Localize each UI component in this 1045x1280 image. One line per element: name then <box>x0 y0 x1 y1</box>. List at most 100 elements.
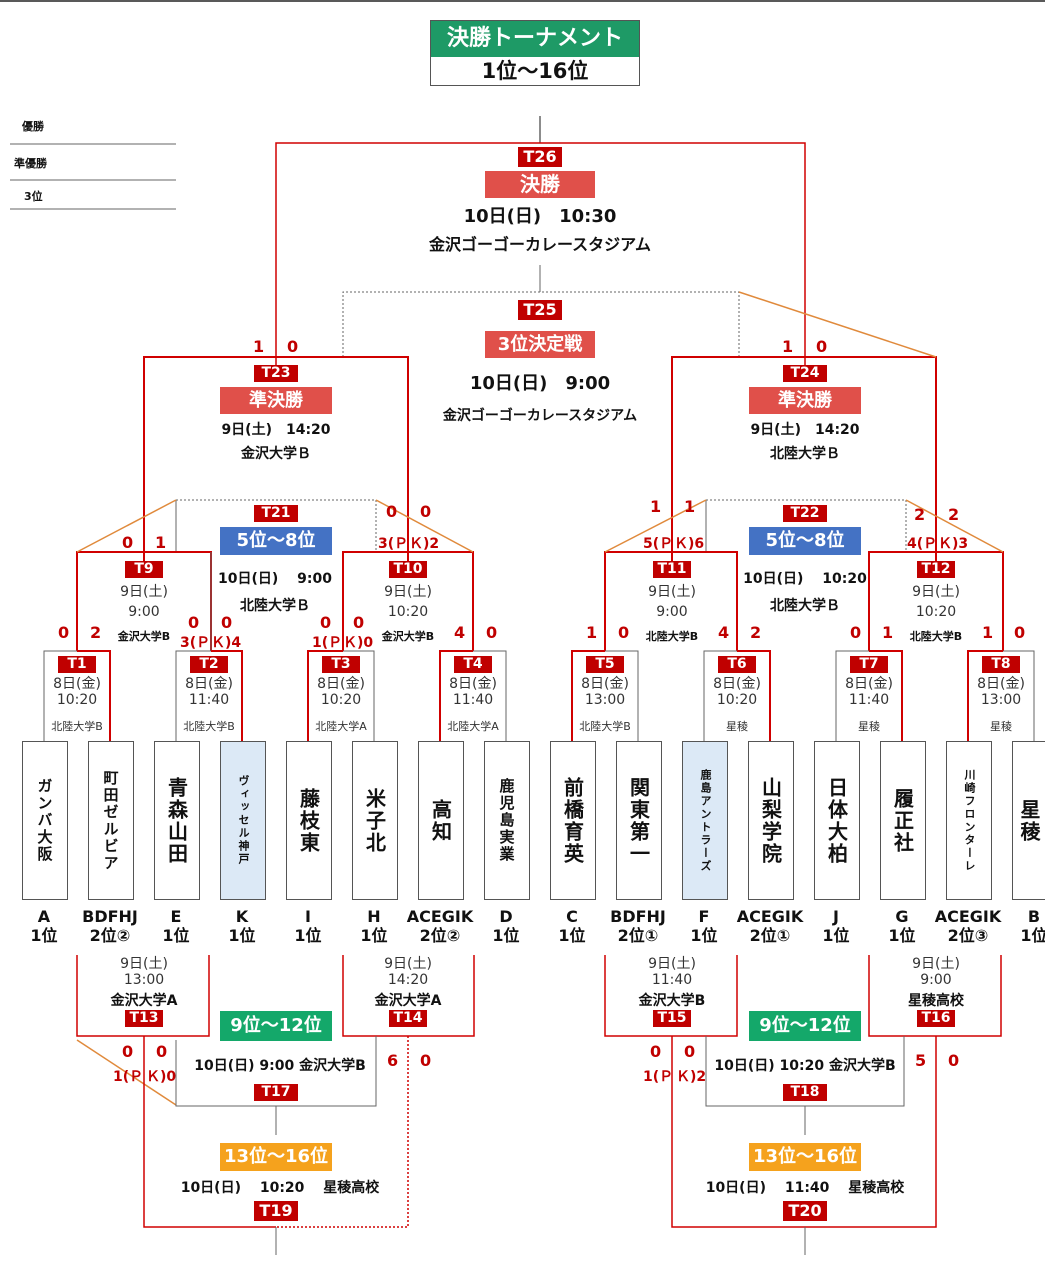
r1-score: 1 <box>982 623 994 642</box>
match-code-t23: T23 <box>254 365 298 382</box>
team-card: 星稜 <box>1012 741 1045 900</box>
r1-score: 4 <box>454 623 466 642</box>
consol-venue: 金沢大学B <box>638 993 706 1009</box>
match-code-t21: T21 <box>254 505 298 522</box>
team-rank: 1位 <box>294 926 322 945</box>
match-day-qf: 9日(土) <box>120 584 168 600</box>
team-group: B <box>1027 907 1041 926</box>
semi-score-left-b: 0 <box>287 337 299 356</box>
team-card: 山梨学院 <box>748 741 794 900</box>
r1-score: 2 <box>90 623 102 642</box>
match-code-t24: T24 <box>783 365 827 382</box>
consol-time: 13:00 <box>123 972 165 988</box>
r1-winner <box>967 650 1003 741</box>
title-box: 決勝トーナメント 1位〜16位 <box>430 20 640 86</box>
t15-score-a: 0 <box>650 1042 662 1061</box>
match-code-qf: T11 <box>653 561 691 578</box>
t12-pk-left: 4(Ｐ <box>907 536 938 552</box>
match-venue-r1: 星稜 <box>726 720 748 733</box>
t17-pk-left: 1(Ｐ <box>113 1069 144 1085</box>
team-rank: 2位② <box>89 926 131 945</box>
team-card: 川崎フロンターレ <box>946 741 992 900</box>
match-venue-r1: 北陸大学B <box>51 720 103 733</box>
team-group: ACEGIK <box>934 907 1002 926</box>
r1-winner <box>869 650 903 741</box>
match-code-t26: T26 <box>518 147 562 167</box>
consol-line <box>143 1036 276 1228</box>
third-place-label: 3位決定戦 <box>485 331 595 358</box>
r1-score: 1 <box>586 623 598 642</box>
t18-pk-left: 1(Ｐ <box>643 1069 674 1085</box>
place912-label-left: 9位〜12位 <box>220 1011 332 1041</box>
team-rank: 2位① <box>617 926 659 945</box>
team-group: D <box>499 907 513 926</box>
r1-score: 4 <box>718 623 730 642</box>
match-time-r1: 11:40 <box>452 692 494 708</box>
match-time-r1: 13:00 <box>980 692 1022 708</box>
final-venue: 金沢ゴーゴーカレースタジアム <box>428 235 652 254</box>
place912-info-right: 10日(日) 10:20 金沢大学B <box>714 1058 896 1074</box>
t15-score-b: 0 <box>684 1042 696 1061</box>
consol-day: 9日(土) <box>648 956 696 972</box>
match-day-r1: 8日(金) <box>317 676 365 692</box>
legend-winner: 優勝 <box>22 120 44 133</box>
match-venue-r1: 北陸大学A <box>315 720 367 733</box>
semi-date-right: 9日(土) 14:20 <box>750 422 860 438</box>
consol-line <box>671 1036 805 1228</box>
place1316-label-left: 13位〜16位 <box>220 1143 332 1171</box>
team-rank: 1位 <box>888 926 916 945</box>
r1-score: 0 <box>486 623 498 642</box>
r1-winner <box>211 650 243 741</box>
arrow-line <box>604 499 707 553</box>
place58-venue-left: 北陸大学Ｂ <box>240 598 310 614</box>
match-day-r1: 8日(金) <box>449 676 497 692</box>
arrow-line <box>375 499 474 553</box>
arrow-line <box>76 1039 177 1106</box>
t9-score-a: 0 <box>122 533 134 552</box>
r1-score: 1 <box>882 623 894 642</box>
team-card: 履正社 <box>880 741 926 900</box>
legend-third: 3位 <box>24 190 43 203</box>
team-card: ガンバ大阪 <box>22 741 68 900</box>
t10-pk-right: Ｋ)2 <box>409 536 440 552</box>
team-group: K <box>235 907 249 926</box>
match-venue-qf: 金沢大学B <box>117 630 171 643</box>
match-code-r1: T3 <box>322 656 360 673</box>
team-rank: 2位③ <box>947 926 989 945</box>
match-day-r1: 8日(金) <box>581 676 629 692</box>
match-time-qf: 10:20 <box>387 604 429 620</box>
t3-pk-left: 1(Ｐ <box>312 635 343 651</box>
third-bracket <box>342 291 740 357</box>
team-card: 米子北 <box>352 741 398 900</box>
semi-score-left-a: 1 <box>253 337 265 356</box>
match-day-qf: 9日(土) <box>648 584 696 600</box>
final-bracket <box>275 142 806 365</box>
consol-bracket <box>604 955 738 1037</box>
consol-time: 11:40 <box>651 972 693 988</box>
place912-label-right: 9位〜12位 <box>749 1011 861 1041</box>
qf-bracket <box>868 551 1004 651</box>
match-venue-qf: 北陸大学B <box>645 630 699 643</box>
match-code-qf: T9 <box>125 561 163 578</box>
arrow-line <box>905 499 1004 553</box>
r1-winner <box>571 650 605 741</box>
t2-score-b: 0 <box>221 613 233 632</box>
t14-score-a: 6 <box>387 1051 399 1070</box>
sf-inner-score: 0 <box>386 502 398 521</box>
team-group: ACEGIK <box>736 907 804 926</box>
match-time-r1: 10:20 <box>56 692 98 708</box>
consol-day: 9日(土) <box>384 956 432 972</box>
place1316-info-left: 10日(日) 10:20 星稜高校 <box>180 1180 380 1196</box>
sf-inner-score: 2 <box>948 505 960 524</box>
r1-score: 0 <box>58 623 70 642</box>
match-code-t18: T18 <box>783 1084 827 1101</box>
match-code-qf: T10 <box>389 561 427 578</box>
team-card: 高知 <box>418 741 464 900</box>
r1-winner <box>737 650 771 741</box>
t12-pk-right: Ｋ)3 <box>938 536 969 552</box>
t13-score-b: 0 <box>156 1042 168 1061</box>
semi-date-left: 9日(土) 14:20 <box>221 422 331 438</box>
match-code-t22: T22 <box>783 505 827 522</box>
t16-score-b: 0 <box>948 1051 960 1070</box>
